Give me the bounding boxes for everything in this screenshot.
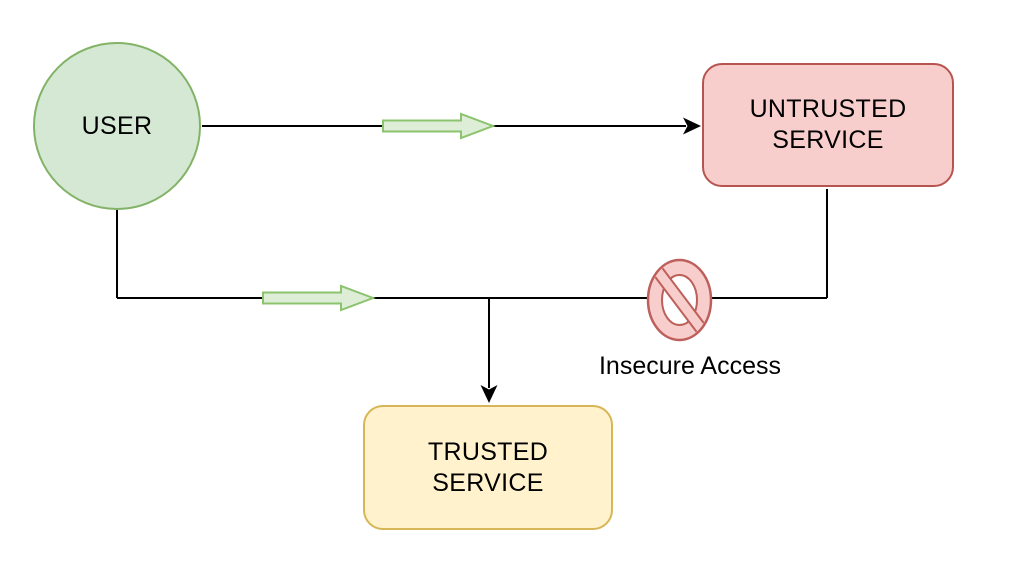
arrowhead-into-trusted-icon xyxy=(480,385,498,403)
arrowhead-into-untrusted-icon xyxy=(683,117,701,135)
green-block-arrow-bottom-icon xyxy=(262,284,376,312)
node-trusted-service-label: TRUSTED SERVICE xyxy=(427,437,549,497)
green-block-arrow-top-icon xyxy=(382,112,496,140)
node-trusted-service: TRUSTED SERVICE xyxy=(363,405,613,530)
node-user: USER xyxy=(33,42,201,210)
no-entry-icon xyxy=(646,258,713,342)
insecure-access-label: Insecure Access xyxy=(598,352,782,380)
node-user-label: USER xyxy=(81,111,153,140)
node-untrusted-service-label: UNTRUSTED SERVICE xyxy=(749,95,907,154)
node-untrusted-service: UNTRUSTED SERVICE xyxy=(702,63,954,187)
